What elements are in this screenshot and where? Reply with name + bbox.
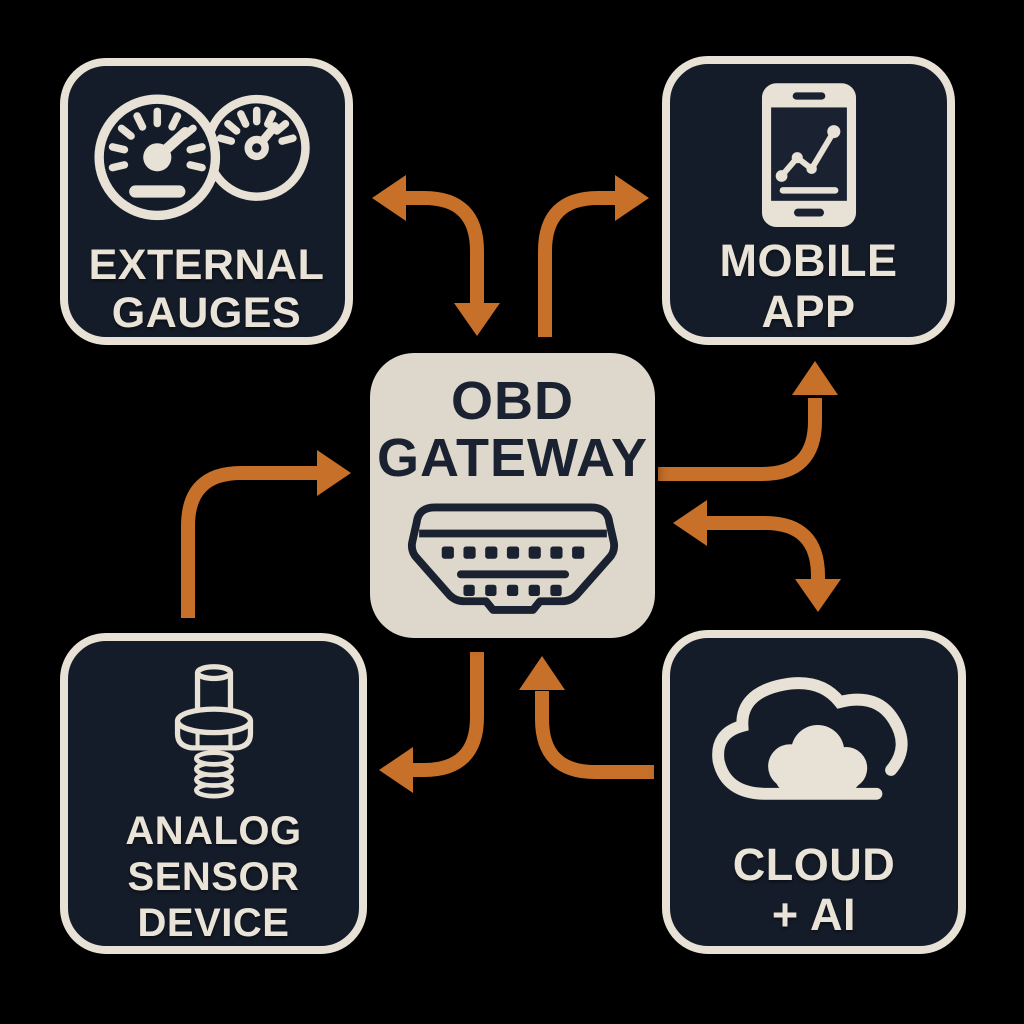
node-external-gauges: EXTERNAL GAUGES: [60, 58, 353, 345]
threaded-sensor-icon: [174, 664, 253, 799]
arrow-gateway-cloud-bidirectional: [673, 500, 841, 612]
node-cloud-ai: CLOUD + AI: [662, 630, 966, 954]
analog-sensor-label: ANALOG SENSOR DEVICE: [125, 809, 302, 945]
arrow-gateway-to-mobileapp-top: [538, 175, 649, 337]
dual-gauges-icon: [93, 94, 310, 221]
node-mobile-app: MOBILE APP: [662, 56, 955, 345]
cloud-icon: [712, 677, 908, 800]
node-analog-sensor: ANALOG SENSOR DEVICE: [60, 633, 367, 954]
arrow-gateway-to-mobileapp-right: [658, 361, 838, 481]
node-obd-gateway: OBD GATEWAY: [370, 353, 655, 638]
arrow-gateway-gauges-bidirectional: [372, 175, 500, 336]
obd-connector-icon: [407, 503, 618, 615]
mobile-app-label: MOBILE APP: [719, 235, 898, 337]
arrow-sensor-to-gateway: [181, 450, 351, 618]
smartphone-chart-icon: [761, 83, 856, 227]
cloud-ai-label: CLOUD + AI: [732, 839, 896, 941]
obd-gateway-label: OBD GATEWAY: [376, 371, 649, 489]
arrow-cloud-to-gateway: [519, 656, 654, 779]
arrow-gateway-to-sensor: [379, 652, 484, 793]
external-gauges-label: EXTERNAL GAUGES: [88, 240, 325, 337]
